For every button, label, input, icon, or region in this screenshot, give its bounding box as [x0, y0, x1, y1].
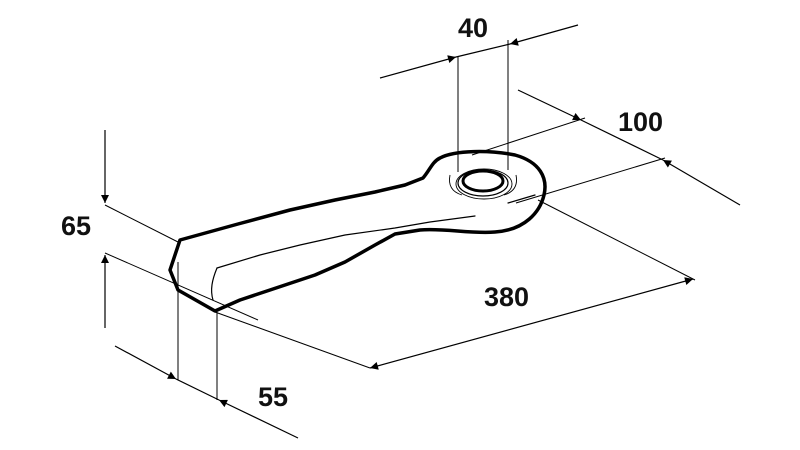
hole-ring-2: [455, 168, 513, 200]
hole-inner: [461, 169, 505, 193]
dim-40-right: [509, 24, 579, 46]
dim-100-bottom: [662, 159, 741, 206]
blade-body: [168, 149, 547, 313]
hole: [449, 168, 517, 200]
hole-ring-arc: [449, 174, 463, 196]
extension-lines: [104, 40, 696, 400]
blade-outline: [168, 149, 547, 313]
dimension-lines: [101, 24, 741, 439]
dimension-label-height: 65: [61, 211, 92, 241]
dimension-label-overall-length: 380: [484, 282, 530, 312]
dim-55-right: [218, 399, 299, 439]
blade-top-face-edge: [216, 215, 476, 269]
blade-end-bevel: [211, 267, 218, 301]
dim-380: [369, 277, 694, 370]
dimension-label-width: 55: [258, 382, 289, 412]
eye-edge-right: [507, 194, 536, 204]
hole-ring-arc-r: [503, 174, 517, 196]
dim-40-left: [379, 55, 457, 79]
dim-100-top: [517, 89, 582, 121]
hole-ring-1: [457, 169, 509, 197]
dim-55-left: [114, 345, 177, 380]
dimension-label-eye-width: 100: [618, 107, 664, 137]
dimension-label-hole-diameter: 40: [458, 13, 489, 43]
